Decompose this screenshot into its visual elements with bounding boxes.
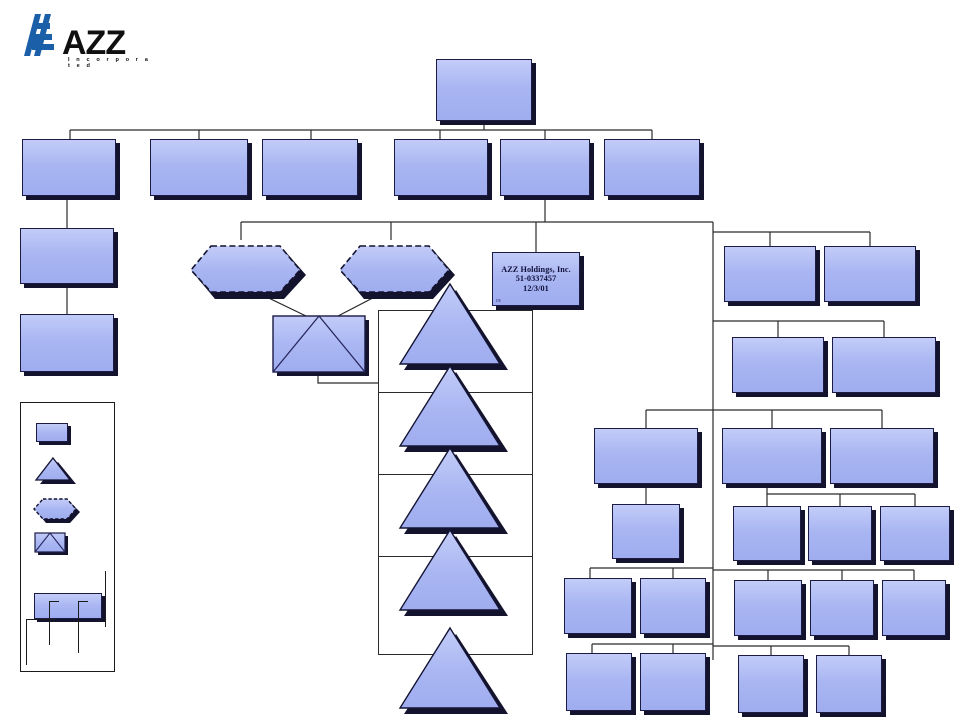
legend-connector-stem-1-arm (49, 601, 59, 603)
triangle-node-1[interactable] (398, 281, 510, 371)
legend-triangle-in-box-shape (33, 531, 77, 561)
triangle-node-4[interactable] (398, 527, 510, 617)
legend-triangle-shape (33, 455, 77, 485)
tier2-node-6[interactable] (604, 139, 700, 196)
right-node-r4-b[interactable] (733, 506, 801, 561)
legend-rectangle-shape (36, 423, 68, 442)
holdings-line-1: AZZ Holdings, Inc. (501, 264, 571, 274)
hexagon-node-2[interactable] (337, 240, 455, 300)
right-node-r4-c[interactable] (808, 506, 872, 561)
legend-dashed-hexagon-shape (31, 495, 83, 525)
legend-connector-stem-1 (49, 601, 51, 645)
right-node-r1-a[interactable] (724, 246, 816, 302)
right-node-r5-e[interactable] (882, 580, 946, 636)
triangle-node-2[interactable] (398, 363, 510, 453)
right-node-r6-d[interactable] (816, 655, 882, 713)
tier2-node-4[interactable] (394, 139, 488, 196)
right-node-r6-b[interactable] (640, 653, 706, 711)
right-node-r2-b[interactable] (832, 337, 936, 393)
right-node-r6-a[interactable] (566, 653, 632, 711)
legend-connector-left-arm (26, 619, 56, 621)
tier2-node-5[interactable] (500, 139, 590, 196)
hexagon-node-1[interactable] (188, 240, 306, 300)
right-node-r3-b[interactable] (722, 428, 822, 484)
legend-connector-left (26, 619, 28, 665)
logo-tagline: I n c o r p o r a t e d (68, 57, 151, 69)
right-node-r1-b[interactable] (824, 246, 916, 302)
holdings-line-2: 51-0337457 (515, 274, 557, 284)
right-node-r5-b[interactable] (640, 578, 706, 634)
azz-incorporated-logo: AZZ I n c o r p o r a t e d (16, 10, 156, 69)
left-chain-node-1[interactable] (20, 228, 114, 284)
right-node-r5-c[interactable] (734, 580, 802, 636)
holdings-line-3: 12/3/01 (523, 283, 549, 293)
legend-connector-right (105, 571, 107, 627)
tier2-node-1[interactable] (22, 139, 116, 196)
triangle-node-5[interactable] (398, 625, 510, 717)
tier2-node-3[interactable] (262, 139, 358, 196)
root-node[interactable] (436, 59, 532, 121)
legend-connector-stem-2 (78, 601, 80, 653)
triangle-node-3[interactable] (398, 445, 510, 535)
tier2-node-2[interactable] (150, 139, 248, 196)
legend-panel (20, 402, 115, 672)
azz-logo-mark (24, 14, 54, 56)
right-node-r5-d[interactable] (810, 580, 874, 636)
azz-holdings-inc[interactable]: AZZ Holdings, Inc. 51-0337457 12/3/01 DE (492, 252, 580, 306)
left-chain-node-2[interactable] (20, 314, 114, 372)
right-node-r3-a[interactable] (594, 428, 698, 484)
right-node-r5-a[interactable] (564, 578, 632, 634)
right-node-r6-c[interactable] (738, 655, 804, 713)
triangle-in-box-node[interactable] (272, 314, 374, 381)
logo-wordmark: AZZ (62, 24, 126, 62)
right-node-r3-c[interactable] (830, 428, 934, 484)
right-node-r4-a[interactable] (612, 504, 680, 559)
legend-connector-stem-2-arm (78, 601, 88, 603)
right-node-r4-d[interactable] (880, 506, 950, 561)
holdings-corner-mark: DE (496, 298, 502, 303)
right-node-r2-a[interactable] (732, 337, 824, 393)
legend-box-with-connectors-shape (34, 593, 102, 619)
